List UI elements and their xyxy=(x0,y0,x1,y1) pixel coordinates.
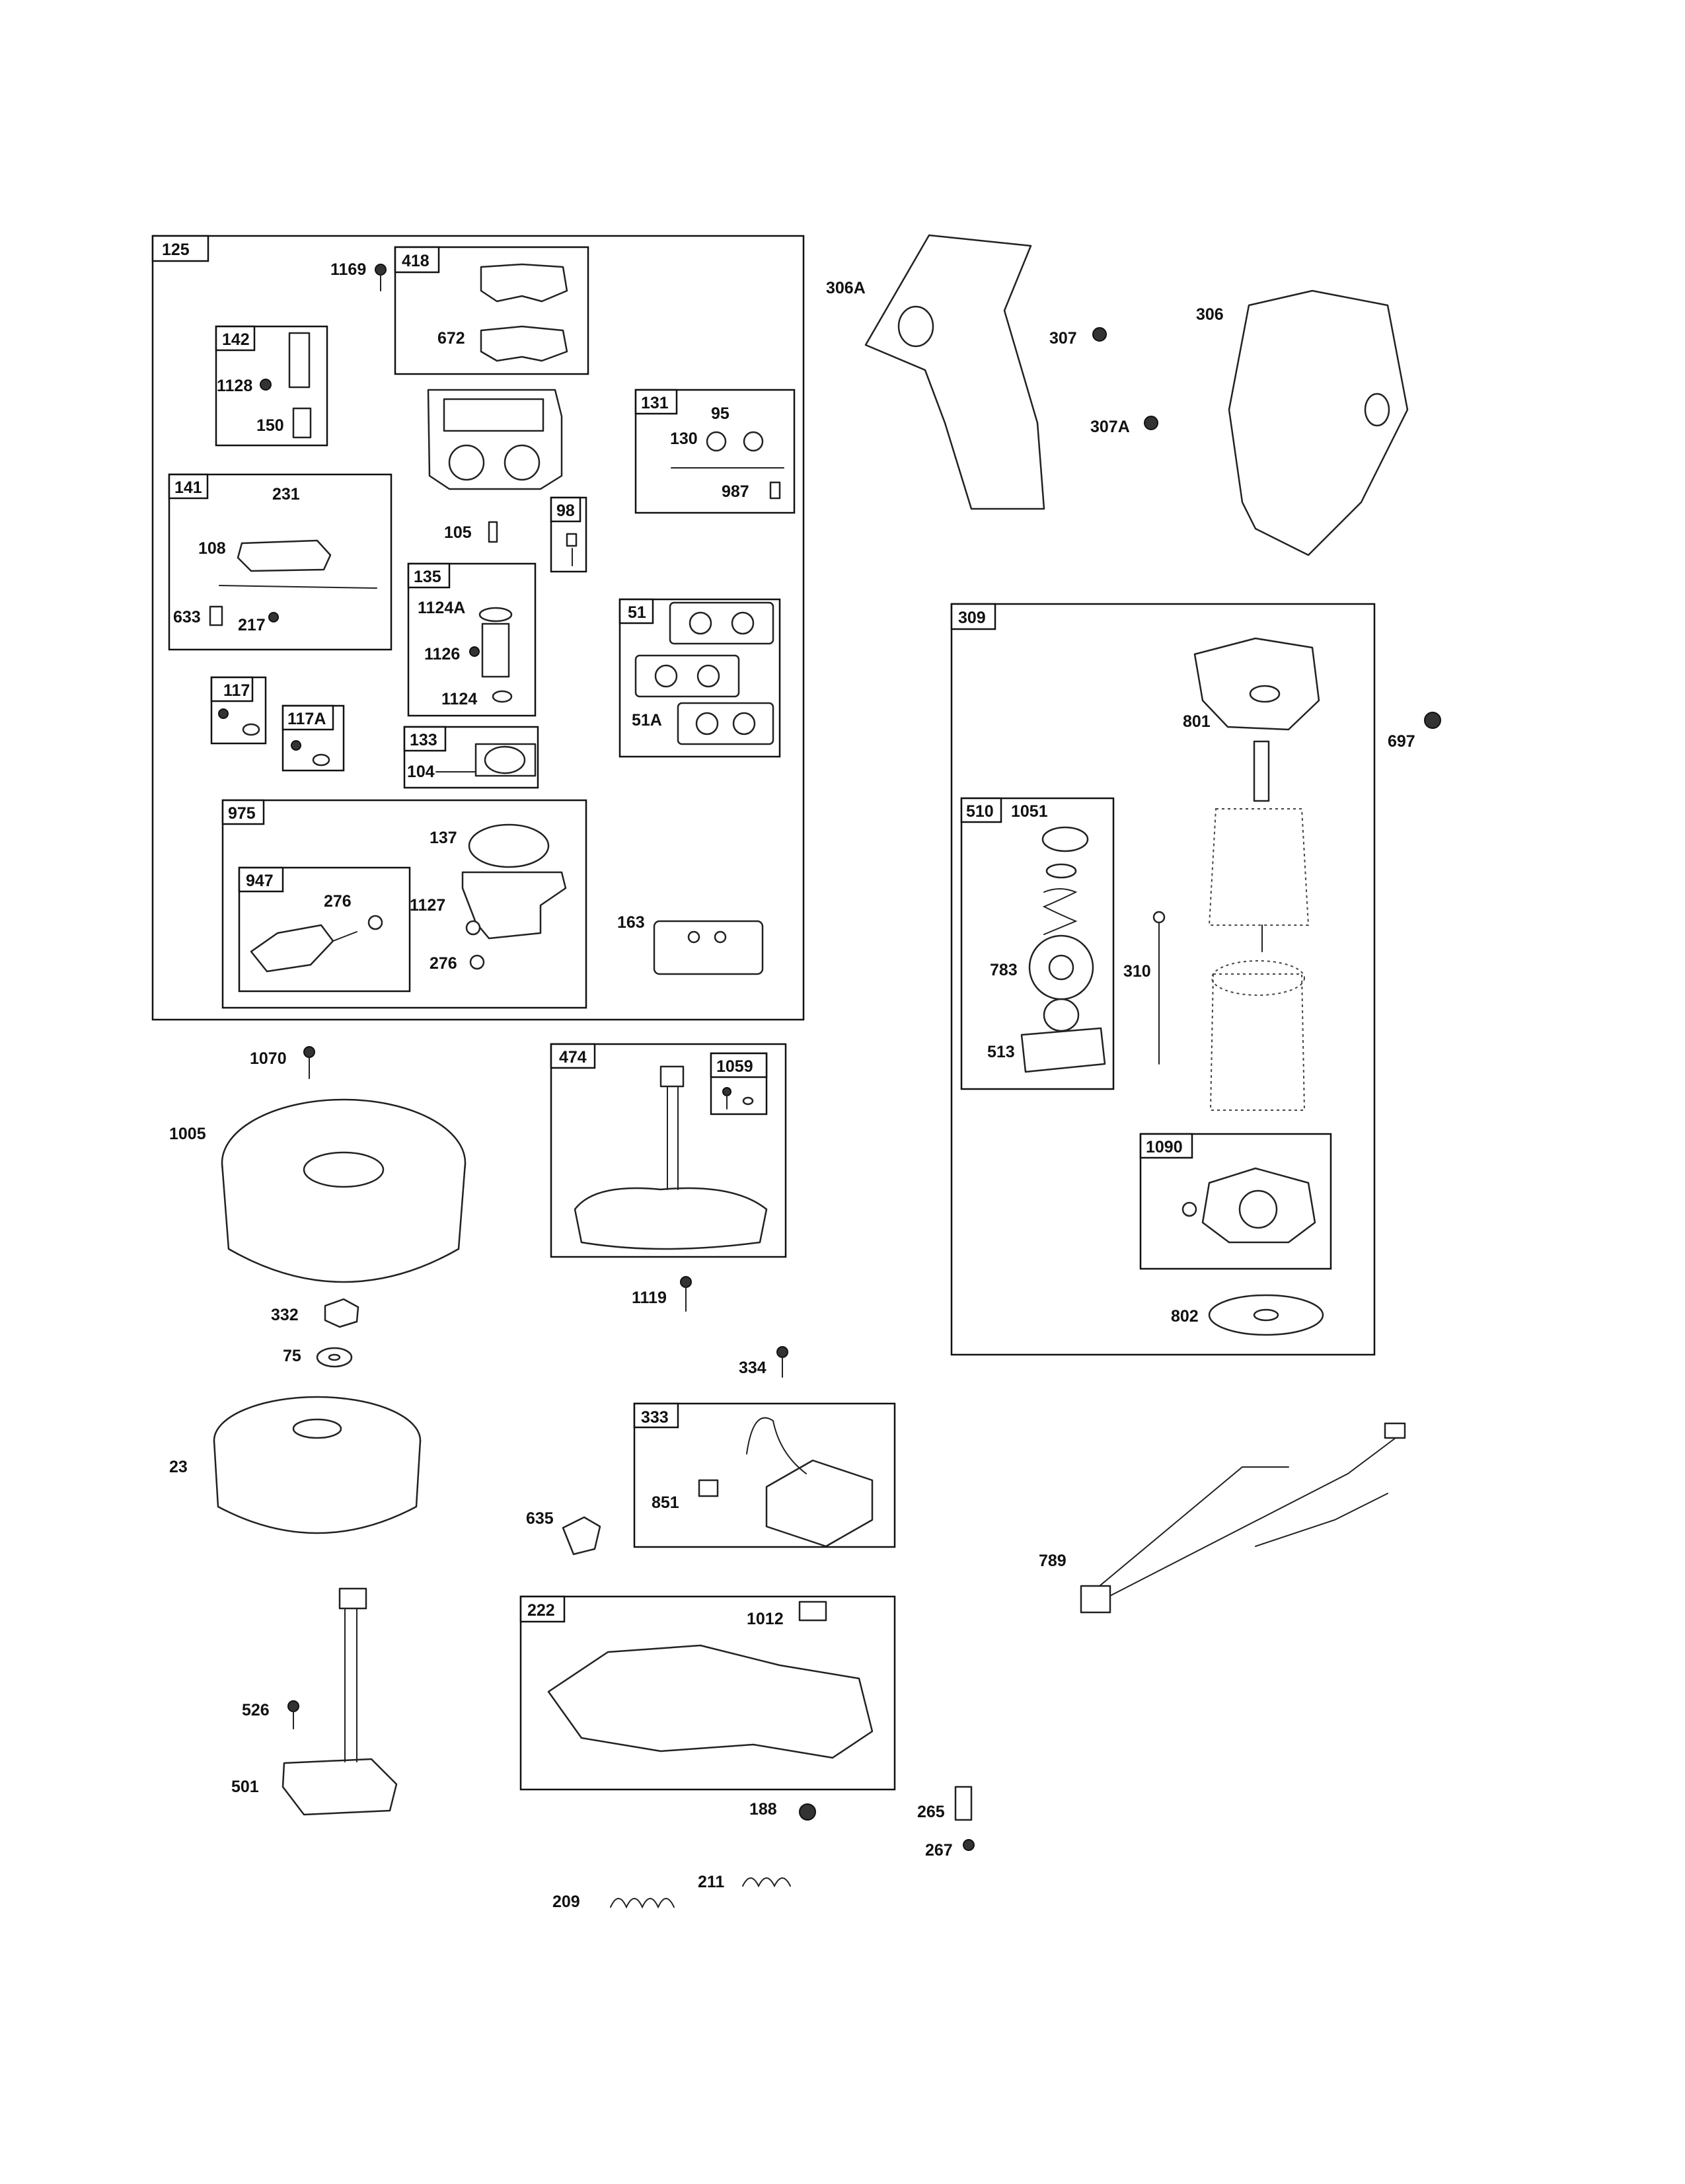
part-label-75: 75 xyxy=(283,1347,301,1365)
part-label-1124: 1124 xyxy=(441,690,477,708)
group-box-309: 309 xyxy=(950,603,1376,1356)
svg-text:51: 51 xyxy=(628,603,646,622)
part-label-310: 310 xyxy=(1123,962,1151,981)
part-label-163: 163 xyxy=(617,913,645,932)
part-label-150: 150 xyxy=(256,416,284,435)
part-label-987: 987 xyxy=(722,482,749,501)
group-box-975: 975 xyxy=(221,799,587,1009)
part-label-211: 211 xyxy=(698,1873,724,1891)
svg-text:131: 131 xyxy=(641,394,669,412)
part-label-526: 526 xyxy=(242,1701,270,1719)
part-label-105: 105 xyxy=(444,523,472,542)
part-label-1126: 1126 xyxy=(424,645,460,663)
group-box-125: 125 xyxy=(151,235,805,1021)
part-label-306: 306 xyxy=(1196,305,1224,324)
group-box-418: 418 xyxy=(394,246,589,375)
part-label-1169: 1169 xyxy=(330,260,366,279)
part-labels: 1169 672 1128 150 95 130 987 231 108 633… xyxy=(169,260,1415,1911)
part-label-307A: 307A xyxy=(1090,418,1130,436)
part-label-672: 672 xyxy=(437,329,465,348)
svg-text:333: 333 xyxy=(641,1408,669,1427)
group-box-142: 142 xyxy=(215,325,328,447)
part-label-789: 789 xyxy=(1039,1552,1067,1570)
part-label-209: 209 xyxy=(552,1893,580,1911)
part-label-231: 231 xyxy=(272,485,300,504)
svg-text:142: 142 xyxy=(222,330,250,349)
group-box-98: 98 xyxy=(550,496,587,573)
screw-1169-drawing xyxy=(375,264,387,291)
part-label-1005: 1005 xyxy=(169,1125,206,1143)
part-label-267: 267 xyxy=(925,1841,953,1860)
svg-text:947: 947 xyxy=(246,872,274,890)
part-label-137: 137 xyxy=(430,829,457,847)
part-label-633: 633 xyxy=(173,608,201,626)
svg-text:474: 474 xyxy=(559,1048,587,1067)
svg-text:141: 141 xyxy=(174,478,202,497)
group-box-117A: 117A xyxy=(281,704,345,772)
part-label-334: 334 xyxy=(739,1359,767,1377)
group-box-131: 131 xyxy=(634,389,796,514)
part-label-51A: 51A xyxy=(632,711,662,730)
group-box-222: 222 xyxy=(519,1595,896,1791)
svg-text:1090: 1090 xyxy=(1146,1138,1183,1156)
part-label-501: 501 xyxy=(231,1778,259,1796)
part-label-104: 104 xyxy=(407,763,435,781)
part-label-108: 108 xyxy=(198,539,226,558)
part-label-1127: 1127 xyxy=(410,896,445,915)
group-box-947: 947 xyxy=(238,866,411,993)
part-label-1128: 1128 xyxy=(217,377,252,395)
group-box-117: 117 xyxy=(210,676,267,745)
part-label-1070: 1070 xyxy=(250,1049,287,1068)
part-label-1012: 1012 xyxy=(747,1610,784,1628)
part-label-95: 95 xyxy=(711,404,730,423)
part-label-851: 851 xyxy=(652,1493,679,1512)
group-box-51: 51 xyxy=(618,598,781,758)
part-label-802: 802 xyxy=(1171,1307,1199,1326)
part-label-276-a: 276 xyxy=(324,892,352,911)
part-label-1119: 1119 xyxy=(632,1289,667,1307)
svg-text:98: 98 xyxy=(556,502,575,520)
part-label-1124A: 1124A xyxy=(418,599,465,617)
part-label-697: 697 xyxy=(1388,732,1415,751)
part-label-635: 635 xyxy=(526,1509,554,1528)
group-box-1059: 1059 xyxy=(710,1052,768,1115)
part-label-130: 130 xyxy=(670,430,698,448)
part-label-306A: 306A xyxy=(826,279,866,297)
part-label-307: 307 xyxy=(1049,329,1077,348)
part-label-801: 801 xyxy=(1183,712,1211,731)
svg-text:135: 135 xyxy=(414,568,441,586)
group-box-133: 133 xyxy=(403,726,539,789)
group-box-141: 141 xyxy=(168,473,393,651)
svg-text:133: 133 xyxy=(410,731,437,749)
svg-text:125: 125 xyxy=(162,241,190,259)
part-label-265: 265 xyxy=(917,1803,945,1821)
group-box-135: 135 xyxy=(407,562,537,717)
part-label-1051: 1051 xyxy=(1011,802,1048,821)
part-label-276-b: 276 xyxy=(430,954,457,973)
part-label-217: 217 xyxy=(238,616,266,634)
group-box-333: 333 xyxy=(633,1402,896,1548)
part-label-23: 23 xyxy=(169,1458,188,1476)
group-box-474: 474 xyxy=(550,1043,787,1258)
group-box-510: 510 xyxy=(960,797,1115,1090)
part-illustrations xyxy=(209,234,1441,1909)
svg-text:309: 309 xyxy=(958,609,986,627)
part-label-783: 783 xyxy=(990,961,1018,979)
svg-text:117A: 117A xyxy=(287,710,326,728)
svg-text:222: 222 xyxy=(527,1601,555,1620)
svg-text:510: 510 xyxy=(966,802,994,821)
svg-text:975: 975 xyxy=(228,804,256,823)
part-label-188: 188 xyxy=(749,1800,777,1819)
part-label-513: 513 xyxy=(987,1043,1015,1061)
svg-text:418: 418 xyxy=(402,252,430,270)
svg-text:117: 117 xyxy=(223,681,250,700)
part-label-332: 332 xyxy=(271,1306,299,1324)
svg-text:1059: 1059 xyxy=(716,1057,753,1076)
group-box-1090: 1090 xyxy=(1139,1133,1332,1270)
